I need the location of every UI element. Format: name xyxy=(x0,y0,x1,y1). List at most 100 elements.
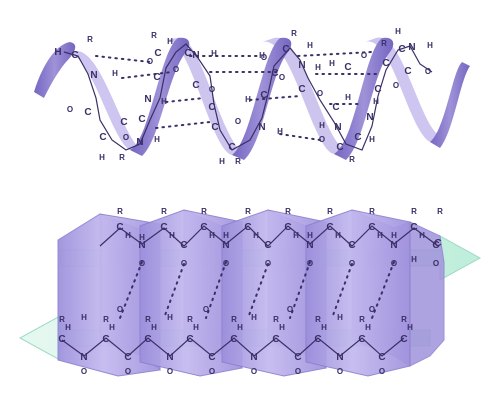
atom-label-n: N xyxy=(366,112,373,123)
atom-label-h: H xyxy=(411,255,417,264)
atom-label-r: R xyxy=(119,153,125,162)
atom-label-r: R xyxy=(359,315,365,324)
sheet-hydrogen-bonds xyxy=(119,261,395,319)
atom-label-c: C xyxy=(344,62,351,73)
atom-label-h: H xyxy=(335,231,341,240)
atom-label-c: C xyxy=(102,334,109,345)
atom-label-h: H xyxy=(81,313,87,322)
atom-label-h: H xyxy=(319,121,325,130)
atom-label-r: R xyxy=(401,315,407,324)
atom-label-o: O xyxy=(349,259,355,268)
atom-label-o: O xyxy=(379,367,385,376)
atom-label-r: R xyxy=(117,207,123,216)
atom-label-n: N xyxy=(390,240,397,251)
atom-label-r: R xyxy=(151,31,157,40)
atom-label-n: N xyxy=(298,60,305,71)
atom-label-r: R xyxy=(87,35,93,44)
atom-label-h: H xyxy=(307,41,313,50)
atom-label-o: O xyxy=(173,65,179,74)
atom-label-c: C xyxy=(398,44,405,55)
atom-label-c: C xyxy=(208,352,215,363)
atom-label-r: R xyxy=(291,29,297,38)
atom-label-h: H xyxy=(154,135,160,144)
atom-label-o: O xyxy=(181,259,187,268)
atom-label-c: C xyxy=(374,84,381,95)
atom-label-c: C xyxy=(160,222,167,233)
helix-ribbon-back xyxy=(60,37,440,155)
atom-label-c: C xyxy=(120,117,127,128)
atom-label-r: R xyxy=(285,207,291,216)
atom-label-h: H xyxy=(307,231,313,240)
atom-label-o: O xyxy=(369,305,375,314)
atom-label-c: C xyxy=(294,352,301,363)
atom-label-n: N xyxy=(136,137,143,148)
atom-label-c: C xyxy=(326,222,333,233)
atom-label-r: R xyxy=(437,207,443,216)
atom-label-o: O xyxy=(319,135,325,144)
atom-label-o: O xyxy=(117,305,123,314)
atom-label-h: H xyxy=(99,153,105,162)
atom-label-r: R xyxy=(235,157,241,166)
atom-label-h: H xyxy=(139,233,145,242)
atom-label-r: R xyxy=(145,315,151,324)
atom-label-h: H xyxy=(345,93,351,102)
atom-label-r: R xyxy=(187,315,193,324)
helix-ribbon-front xyxy=(34,37,470,160)
atom-label-h: H xyxy=(391,231,397,240)
atom-label-h: H xyxy=(253,231,259,240)
atom-label-h: H xyxy=(109,323,115,332)
atom-label-h: H xyxy=(112,69,118,78)
atom-label-h: H xyxy=(161,97,167,106)
atom-label-h: H xyxy=(377,231,383,240)
atom-label-h: H xyxy=(293,231,299,240)
atom-label-c: C xyxy=(211,122,218,133)
atom-label-c: C xyxy=(348,240,355,251)
atom-label-h: H xyxy=(237,323,243,332)
atom-label-h: H xyxy=(407,323,413,332)
atom-label-c: C xyxy=(124,352,131,363)
atom-label-h: H xyxy=(245,95,251,104)
atom-label-h: H xyxy=(167,313,173,322)
atom-label-c: C xyxy=(410,222,417,233)
atom-label-o: O xyxy=(317,89,323,98)
atom-label-h: H xyxy=(419,231,425,240)
atom-label-c: C xyxy=(284,222,291,233)
atom-label-n: N xyxy=(166,352,173,363)
atom-label-r: R xyxy=(201,207,207,216)
atom-label-h: H xyxy=(329,59,335,68)
atom-label-c: C xyxy=(116,222,123,233)
atom-label-o: O xyxy=(125,367,131,376)
atom-label-c: C xyxy=(271,68,278,79)
atom-label-n: N xyxy=(250,352,257,363)
sheet-pleat-front-0 xyxy=(57,213,161,377)
atom-label-h: H xyxy=(209,231,215,240)
atom-label-h: H xyxy=(279,323,285,332)
atom-label-h: H xyxy=(219,157,225,166)
atom-label-r: R xyxy=(381,39,387,48)
atom-label-c: C xyxy=(58,334,65,345)
atom-label-c: C xyxy=(368,222,375,233)
atom-label-o: O xyxy=(251,367,257,376)
atom-label-o: O xyxy=(81,367,87,376)
atom-label-c: C xyxy=(244,222,251,233)
atom-label-r: R xyxy=(411,207,417,216)
atom-label-c: C xyxy=(260,90,267,101)
atom-label-r: R xyxy=(369,207,375,216)
atom-label-c: C xyxy=(378,352,385,363)
atom-label-c: C xyxy=(432,240,439,251)
atom-label-c: C xyxy=(184,48,191,59)
atom-label-r: R xyxy=(315,315,321,324)
atom-label-h: H xyxy=(369,135,375,144)
atom-label-o: O xyxy=(67,105,73,114)
atom-label-h: H xyxy=(223,231,229,240)
atom-label-h: H xyxy=(167,37,173,46)
atom-label-n: N xyxy=(334,122,341,133)
atom-label-c: C xyxy=(208,102,215,113)
atom-label-r: R xyxy=(103,315,109,324)
atom-label-r: R xyxy=(231,315,237,324)
beta-sheet: CRHNOCRHCOCRHNOCRHCOCRHNOCRHCOCRHNOCRHCO… xyxy=(18,207,482,377)
sheet-pleat-front-2 xyxy=(221,209,327,377)
